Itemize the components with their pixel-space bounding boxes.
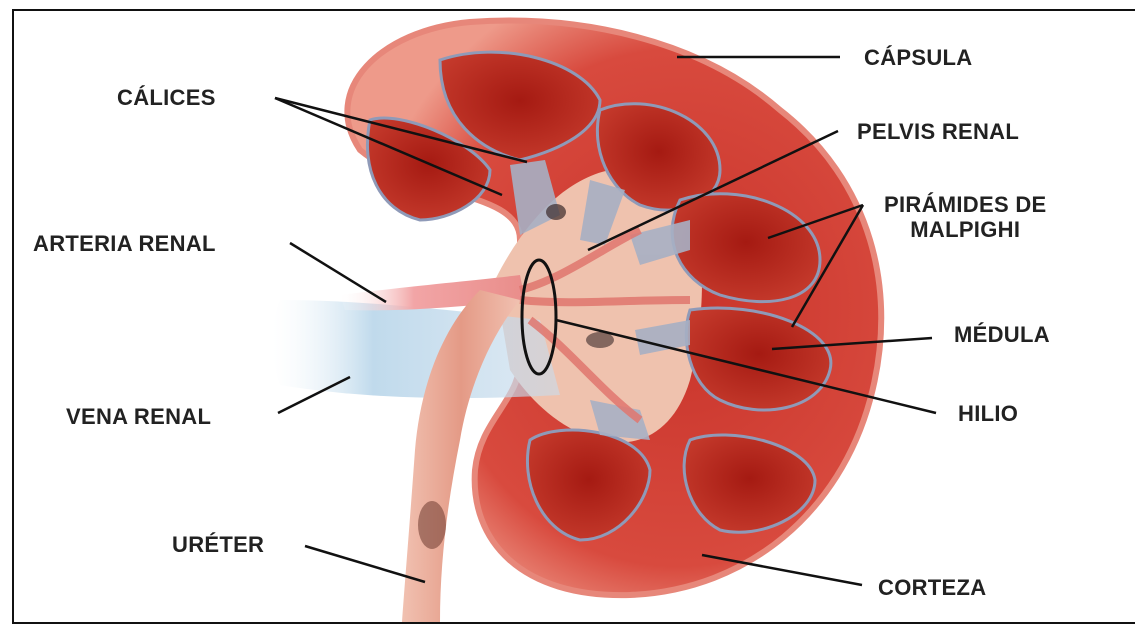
label-piramides-line2: MALPIGHI: [884, 218, 1047, 243]
label-corteza: CORTEZA: [878, 577, 986, 599]
label-piramides-line1: PIRÁMIDES DE: [884, 193, 1047, 218]
label-pelvis-renal: PELVIS RENAL: [857, 121, 1019, 143]
label-ureter: URÉTER: [172, 534, 264, 556]
ureter-lumen: [418, 501, 446, 549]
label-piramides-de-malpighi: PIRÁMIDES DE MALPIGHI: [884, 193, 1047, 242]
label-arteria-renal: ARTERIA RENAL: [33, 233, 216, 255]
label-capsula: CÁPSULA: [864, 47, 972, 69]
label-calices: CÁLICES: [117, 87, 216, 109]
label-medula: MÉDULA: [954, 324, 1050, 346]
pelvis-opening: [546, 204, 566, 220]
label-hilio: HILIO: [958, 403, 1018, 425]
label-vena-renal: VENA RENAL: [66, 406, 211, 428]
